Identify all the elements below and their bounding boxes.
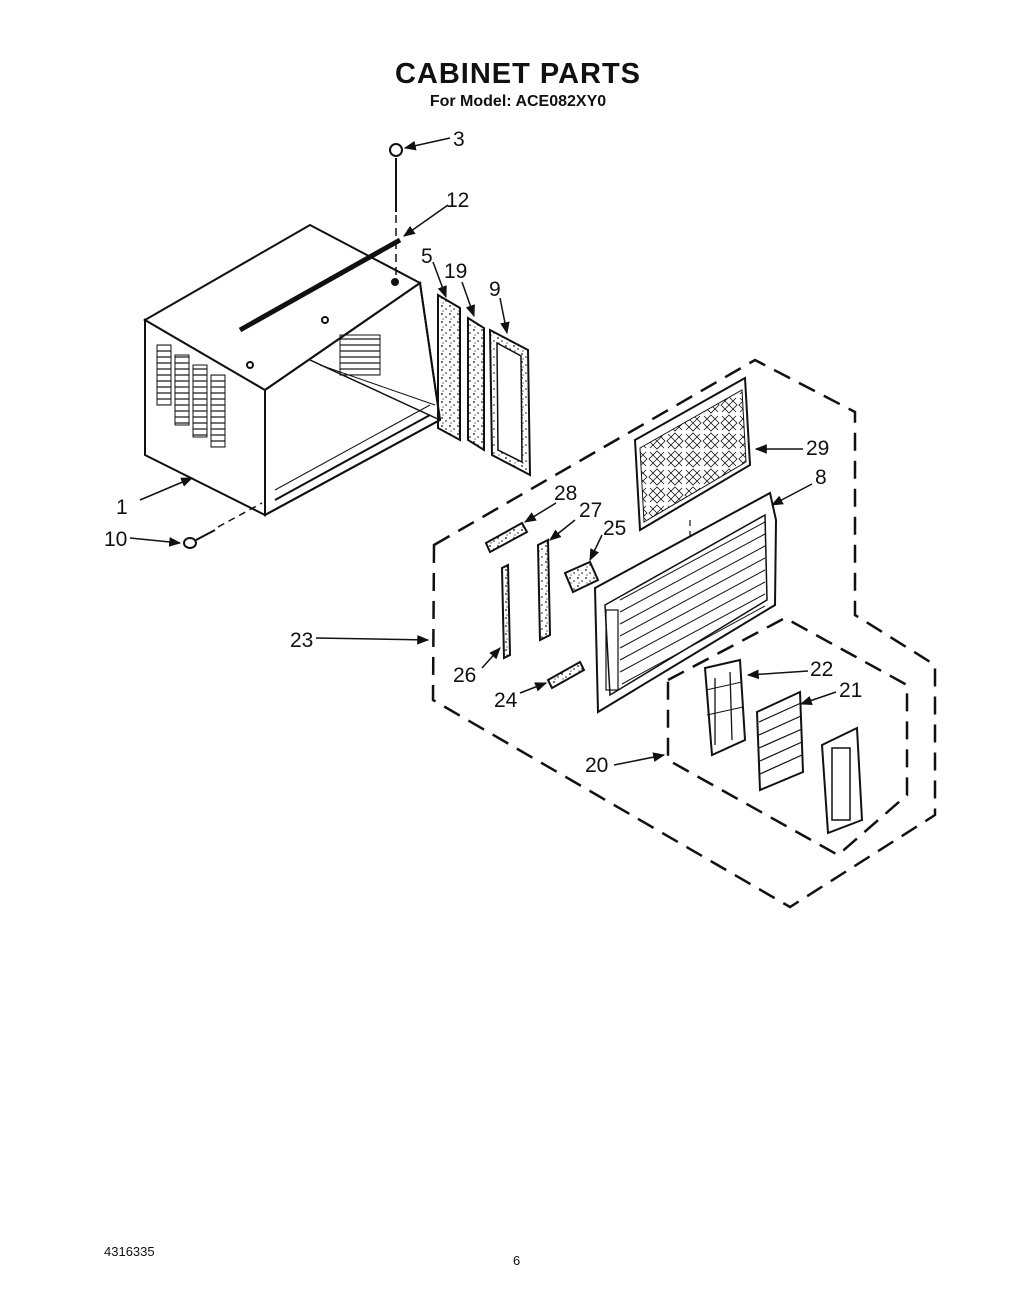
callout-19: 19 [444,260,467,283]
seal-part-25 [563,560,600,594]
callout-25: 25 [603,517,626,540]
louver-blades-part-21 [755,690,805,792]
front-grille-part-8 [593,491,778,714]
model-subtitle: For Model: ACE082XY0 [429,93,607,110]
seal-part-19 [467,316,485,452]
front-panel-assembly-boundary [431,358,937,909]
gasket-part-9 [488,328,532,477]
louver-frame-part-22 [703,658,747,757]
screw-part-10 [183,502,263,549]
callout-10: 10 [104,528,127,551]
callout-5: 5 [421,245,433,268]
screw-part-3 [389,143,403,282]
callout-20: 20 [585,754,608,777]
callout-21: 21 [839,679,862,702]
seal-part-24 [546,660,586,690]
page-number: 6 [513,1253,521,1268]
callout-24: 24 [494,689,518,712]
seal-part-28 [484,521,529,554]
callout-12: 12 [446,189,469,212]
callout-3: 3 [453,128,465,151]
callout-numbers: 3 12 5 19 9 1 10 23 29 8 28 27 25 26 24 … [104,128,862,777]
cabinet-shell [143,223,442,517]
callout-26: 26 [453,664,476,687]
callout-23: 23 [290,629,313,652]
louver-assembly-boundary [666,616,909,857]
seal-part-27 [536,538,552,642]
callout-leaders [129,137,837,766]
seal-part-26 [500,563,512,660]
callout-29: 29 [806,437,829,460]
callout-27: 27 [579,499,602,522]
callout-22: 22 [810,658,833,681]
louver-handle [820,726,864,835]
callout-28: 28 [554,482,577,505]
air-filter-part-29 [633,376,752,640]
callout-1: 1 [116,496,128,519]
page-title: CABINET PARTS [394,58,642,90]
callout-8: 8 [815,466,827,489]
callout-9: 9 [489,278,501,301]
seal-part-5 [437,293,461,442]
document-number: 4316335 [104,1244,155,1259]
